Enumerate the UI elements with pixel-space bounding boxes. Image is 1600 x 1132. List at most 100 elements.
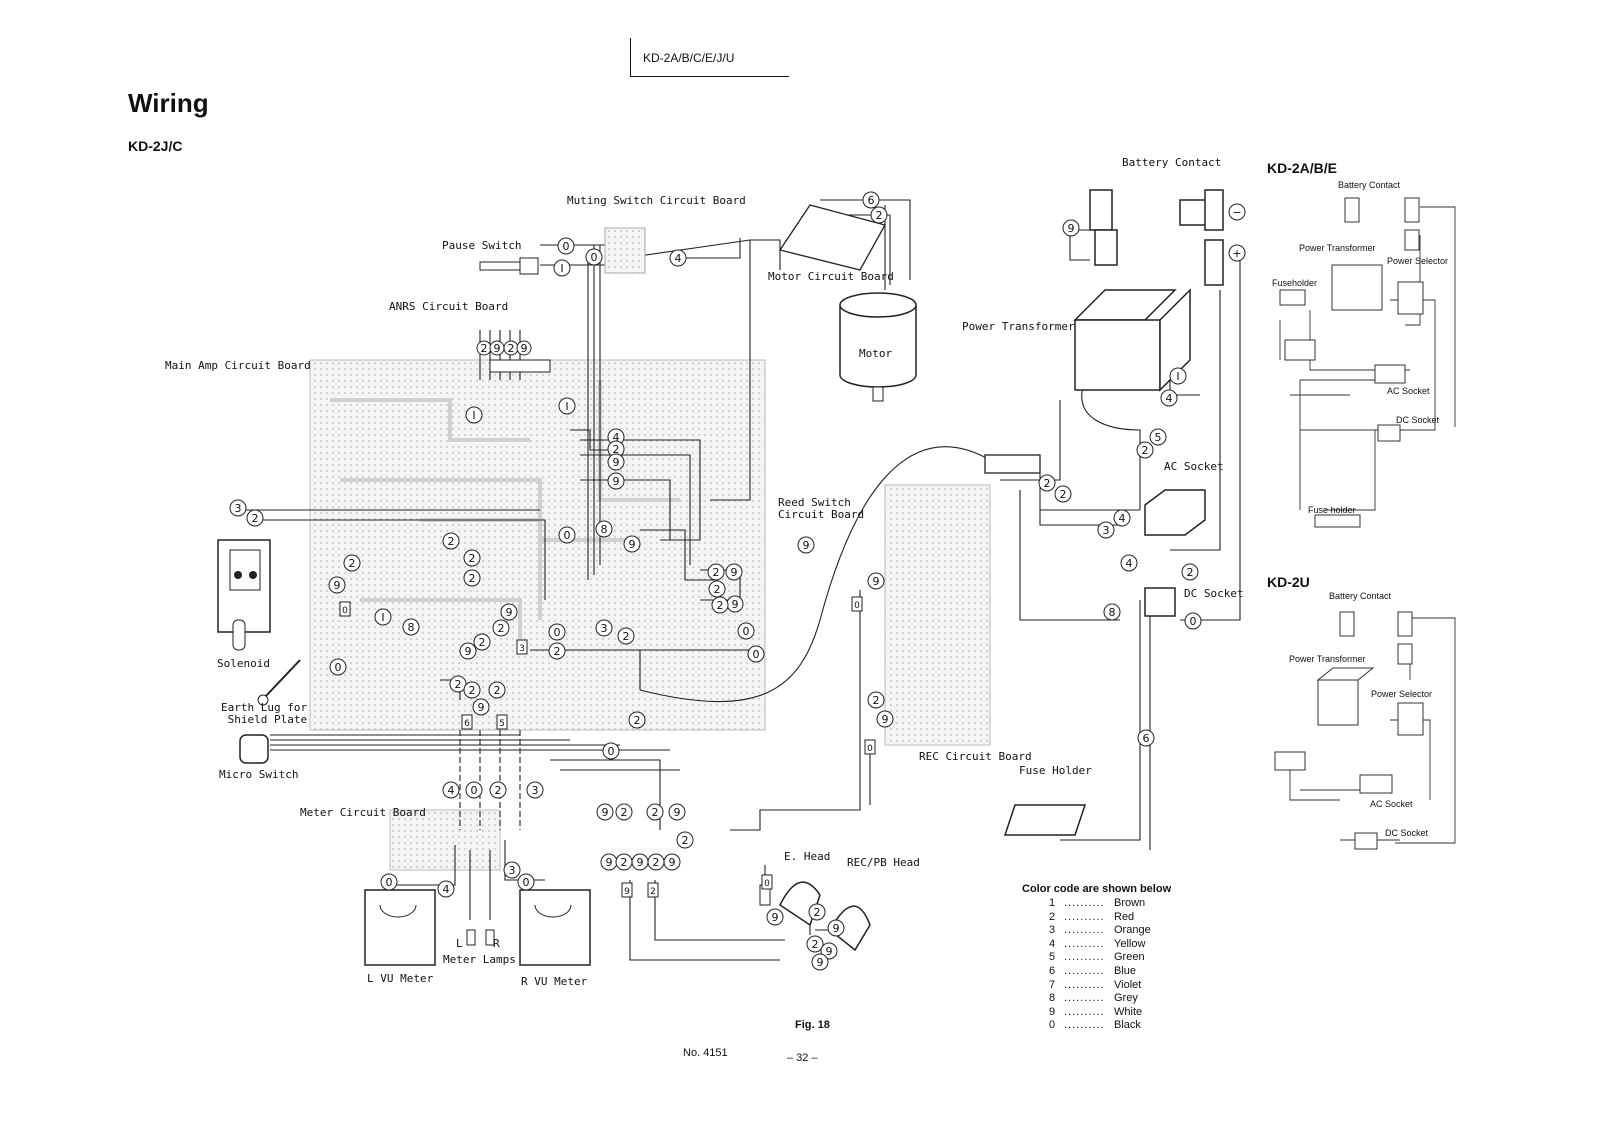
svg-text:9: 9 (334, 579, 341, 592)
color-code-row: 0..........Black (1048, 1019, 1141, 1032)
solenoid (217, 539, 271, 651)
color-code-row: 8..........Grey (1048, 992, 1138, 1005)
model-header: KD-2A/B/C/E/J/U (630, 38, 789, 77)
inset-a-fuseholder: Fuseholder (1272, 278, 1318, 288)
svg-text:I: I (472, 409, 475, 422)
svg-text:9: 9 (637, 856, 644, 869)
color-code-legend: 1..........Brown 2..........Red 3.......… (1040, 897, 1151, 1033)
svg-text:2: 2 (495, 784, 502, 797)
label-l-vu-meter: L VU Meter (367, 972, 434, 985)
svg-text:0: 0 (867, 744, 873, 754)
label-power-transformer: Power Transformer (962, 320, 1075, 333)
svg-text:2: 2 (653, 856, 660, 869)
svg-text:3: 3 (509, 864, 516, 877)
label-earth-lug: Earth Lug for Shield Plate (221, 701, 308, 726)
svg-text:4: 4 (1166, 392, 1173, 405)
muting-switch-board (604, 227, 646, 274)
fuse-holder (1003, 804, 1087, 836)
inset-a-power-transformer: Power Transformer (1299, 243, 1376, 253)
label-ac-socket: AC Socket (1164, 460, 1224, 473)
dc-socket (1144, 587, 1176, 617)
inset-b-power-transformer: Power Transformer (1289, 654, 1366, 664)
rec-circuit-board (884, 484, 991, 746)
svg-text:2: 2 (652, 806, 659, 819)
label-dc-socket: DC Socket (1184, 587, 1244, 600)
svg-text:9: 9 (772, 911, 779, 924)
svg-text:9: 9 (826, 945, 833, 958)
page-subtitle: KD-2J/C (128, 138, 183, 154)
svg-text:2: 2 (613, 443, 620, 456)
svg-text:3: 3 (601, 622, 608, 635)
pause-switch (479, 257, 539, 275)
inset-a-fuse-holder: Fuse holder (1308, 505, 1356, 515)
svg-text:2: 2 (498, 622, 505, 635)
svg-text:9: 9 (624, 887, 630, 897)
svg-text:2: 2 (1044, 477, 1051, 490)
svg-text:3: 3 (1103, 524, 1110, 537)
label-pause-switch: Pause Switch (442, 239, 522, 252)
svg-text:0: 0 (608, 745, 615, 758)
svg-text:0: 0 (335, 661, 342, 674)
svg-text:2: 2 (1060, 488, 1067, 501)
svg-text:6: 6 (1143, 732, 1150, 745)
label-lamp-l: L (456, 937, 463, 950)
svg-text:6: 6 (464, 719, 470, 729)
meter-circuit-board (389, 809, 501, 871)
power-connector (984, 454, 1041, 474)
svg-text:2: 2 (621, 806, 628, 819)
svg-text:2: 2 (713, 566, 720, 579)
svg-text:2: 2 (634, 714, 641, 727)
svg-text:9: 9 (731, 566, 738, 579)
inset-a-dc-socket: DC Socket (1396, 415, 1440, 425)
svg-text:2: 2 (481, 342, 488, 355)
label-reed-switch-board: Reed Switch Circuit Board (778, 496, 865, 521)
svg-text:2: 2 (717, 599, 724, 612)
svg-text:9: 9 (506, 606, 513, 619)
svg-text:9: 9 (613, 456, 620, 469)
svg-text:4: 4 (448, 784, 455, 797)
svg-text:8: 8 (1109, 606, 1116, 619)
page-title: Wiring (128, 88, 209, 118)
svg-text:+: + (1232, 247, 1241, 260)
svg-text:2: 2 (469, 572, 476, 585)
color-code-row: 2..........Red (1048, 910, 1135, 923)
svg-text:−: − (1232, 206, 1241, 219)
svg-text:4: 4 (675, 252, 682, 265)
svg-text:8: 8 (408, 621, 415, 634)
label-r-vu-meter: R VU Meter (521, 975, 588, 988)
label-meter-board: Meter Circuit Board (300, 806, 426, 819)
svg-text:2: 2 (479, 636, 486, 649)
svg-text:0: 0 (764, 879, 770, 889)
svg-text:9: 9 (1068, 222, 1075, 235)
battery-contact (1089, 189, 1224, 286)
inset-b-battery-contact: Battery Contact (1329, 591, 1392, 601)
svg-text:0: 0 (471, 784, 478, 797)
inset-a-battery-contact: Battery Contact (1338, 180, 1401, 190)
svg-text:0: 0 (743, 625, 750, 638)
inset-b-ac-socket: AC Socket (1370, 799, 1413, 809)
ac-socket (1144, 489, 1206, 536)
micro-switch (239, 734, 269, 764)
main-amp-board (309, 359, 766, 731)
svg-text:2: 2 (554, 645, 561, 658)
svg-text:9: 9 (873, 575, 880, 588)
label-motor-board: Motor Circuit Board (768, 270, 894, 283)
label-battery-contact: Battery Contact (1122, 156, 1222, 169)
svg-text:2: 2 (714, 583, 721, 596)
svg-text:9: 9 (629, 538, 636, 551)
svg-text:6: 6 (868, 194, 875, 207)
svg-text:0: 0 (564, 529, 571, 542)
svg-text:5: 5 (499, 719, 505, 729)
svg-text:2: 2 (448, 535, 455, 548)
doc-number: No. 4151 (683, 1047, 728, 1059)
svg-text:0: 0 (563, 240, 570, 253)
color-code-row: 4..........Yellow (1048, 937, 1146, 950)
color-code-row: 9..........White (1048, 1005, 1143, 1018)
svg-text:9: 9 (833, 922, 840, 935)
svg-text:9: 9 (521, 342, 528, 355)
svg-text:I: I (560, 262, 563, 275)
svg-text:9: 9 (882, 713, 889, 726)
label-anrs-board: ANRS Circuit Board (389, 300, 509, 313)
